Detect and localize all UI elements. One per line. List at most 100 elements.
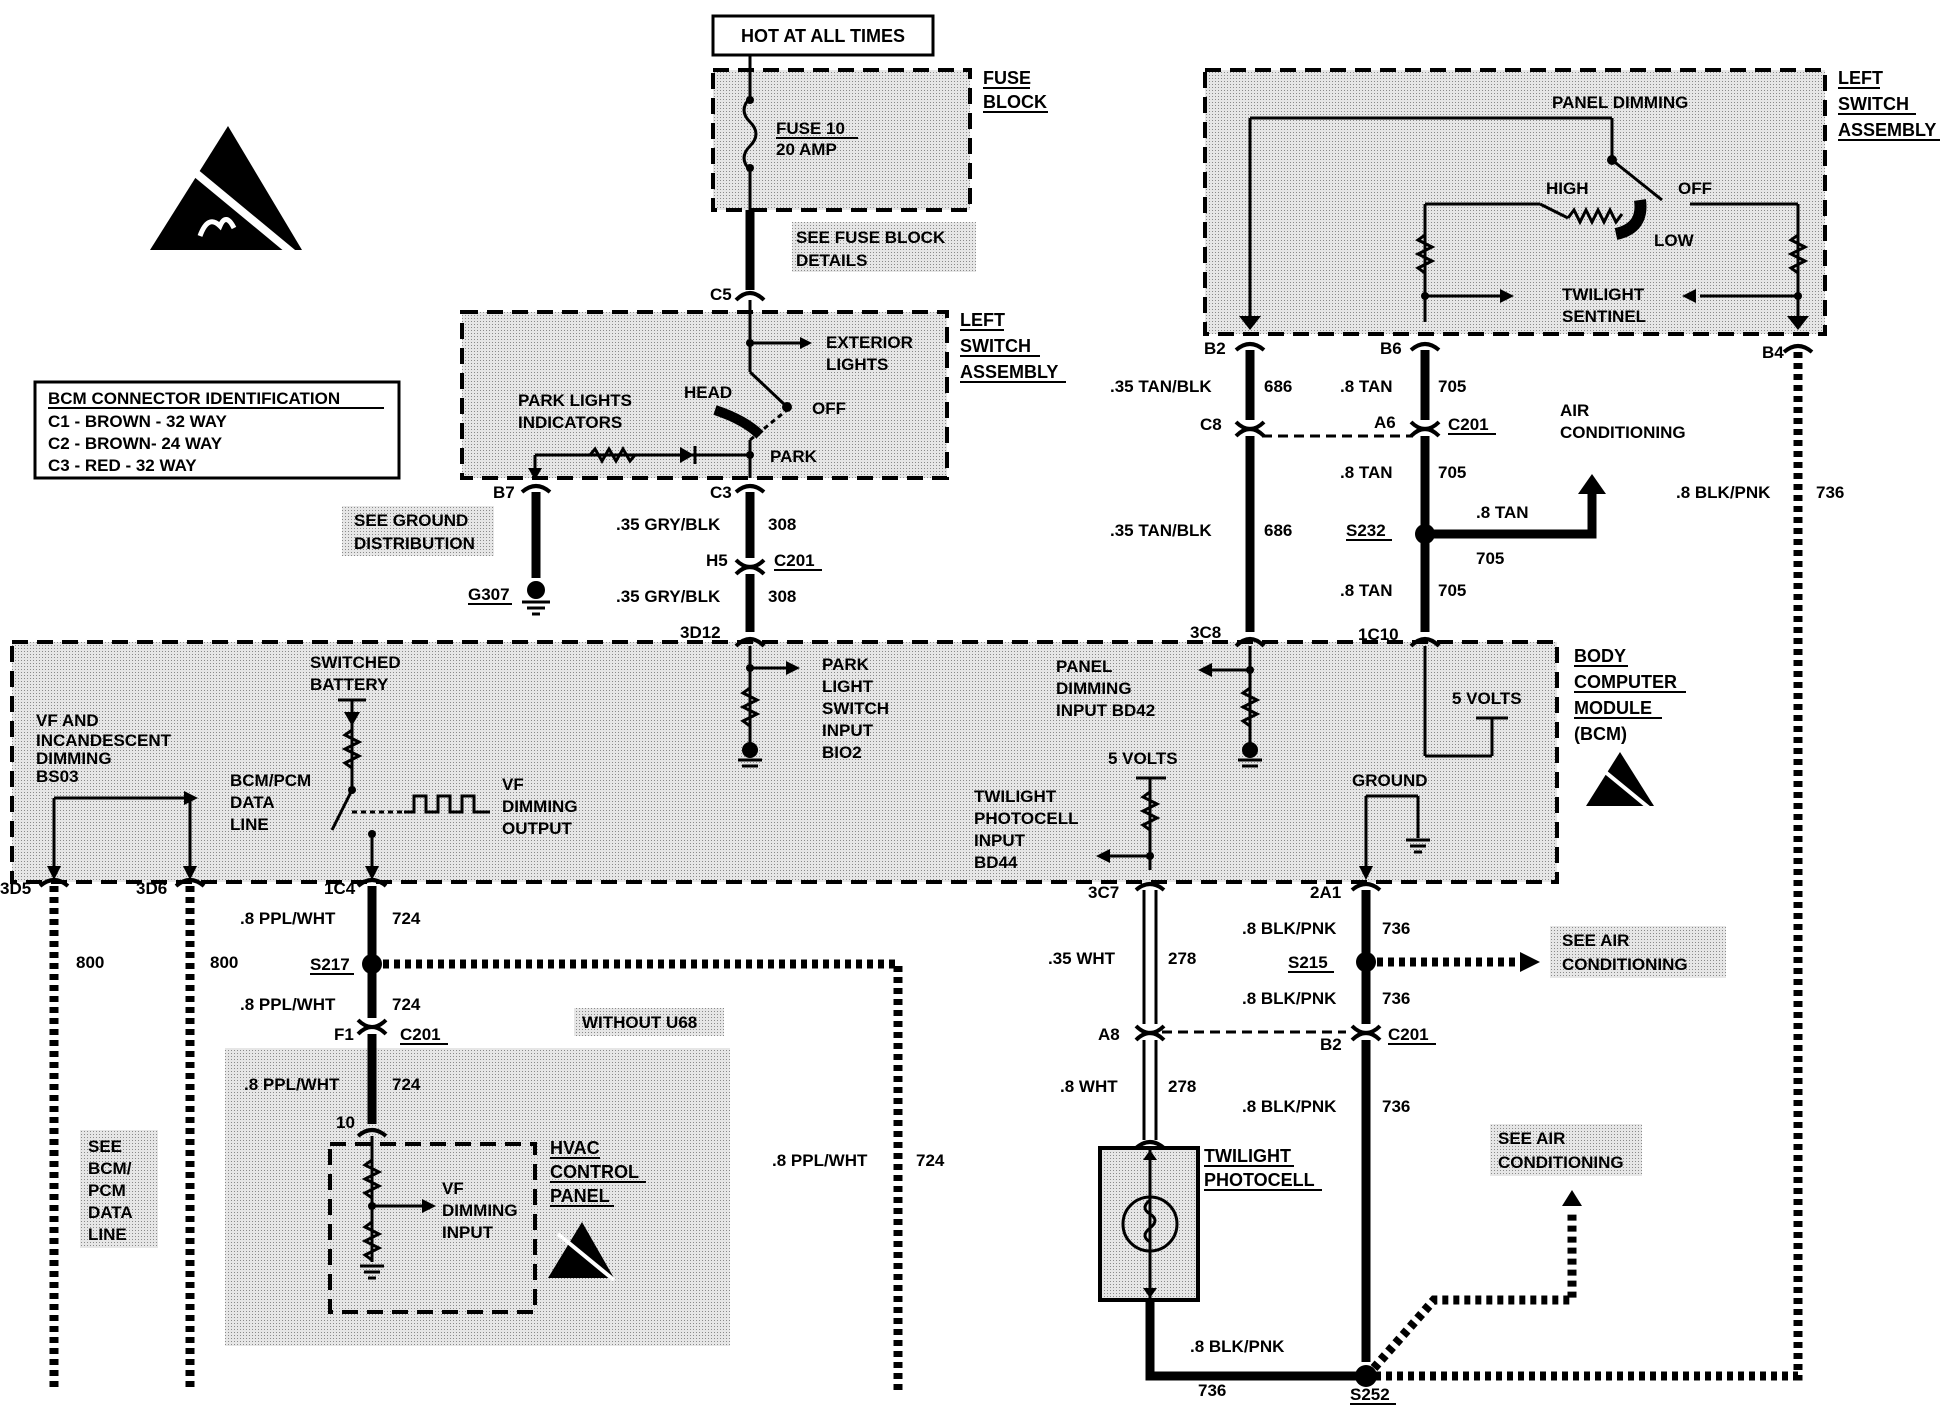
- wire-724-a-label: .8 PPL/WHT: [240, 909, 336, 928]
- wire-736-b-label: .8 BLK/PNK: [1242, 989, 1337, 1008]
- wire-724-c-label: .8 PPL/WHT: [244, 1075, 340, 1094]
- vf-incandescent-3: DIMMING: [36, 749, 112, 768]
- c201-f1-label: C201: [400, 1025, 441, 1044]
- see-fuse-block-2: DETAILS: [796, 251, 867, 270]
- wire-278-a-num: 278: [1168, 949, 1196, 968]
- vf-input-1: VF: [442, 1179, 464, 1198]
- vf-incandescent-4: BS03: [36, 767, 79, 786]
- wire-736-right: [1372, 352, 1803, 1381]
- wire-705-mid-label: .8 TAN: [1340, 463, 1393, 482]
- s232-label: S232: [1346, 521, 1386, 540]
- vf-incandescent-1: VF AND: [36, 711, 99, 730]
- wire-800-a-num: 800: [76, 953, 104, 972]
- lsa2-label-1: LEFT: [1838, 68, 1883, 88]
- wire-736-a-label: .8 BLK/PNK: [1242, 919, 1337, 938]
- wire-308-top-num: 308: [768, 515, 796, 534]
- twilight-input-3: INPUT: [974, 831, 1026, 850]
- vf-input-2: DIMMING: [442, 1201, 518, 1220]
- bcm-id-c1: C1 - BROWN - 32 WAY: [48, 412, 228, 431]
- head-label: HEAD: [684, 383, 732, 402]
- bcm-label-2: COMPUTER: [1574, 672, 1677, 692]
- pin-10-label: 10: [336, 1113, 355, 1132]
- s215-label: S215: [1288, 953, 1328, 972]
- wire-736-c-label: .8 BLK/PNK: [1242, 1097, 1337, 1116]
- switched-battery-1: SWITCHED: [310, 653, 401, 672]
- c201-h5-label: C201: [774, 551, 815, 570]
- wire-308-bot-label: .35 GRY/BLK: [616, 587, 721, 606]
- see-bcm-5: LINE: [88, 1225, 127, 1244]
- wire-705-top-num: 705: [1438, 377, 1466, 396]
- vf-input-3: INPUT: [442, 1223, 494, 1242]
- wire-278-b-label: .8 WHT: [1060, 1077, 1118, 1096]
- panel-dimming-label: PANEL DIMMING: [1552, 93, 1688, 112]
- 3d12-label: 3D12: [680, 623, 721, 642]
- park-light-switch-3: SWITCH: [822, 699, 889, 718]
- b6-label: B6: [1380, 339, 1402, 358]
- park-light-switch-4: INPUT: [822, 721, 874, 740]
- air-conditioning-2: CONDITIONING: [1560, 423, 1686, 442]
- bcm-id-title: BCM CONNECTOR IDENTIFICATION: [48, 389, 340, 408]
- bcm-pcm-data-2: DATA: [230, 793, 275, 812]
- wire-308-top-label: .35 GRY/BLK: [616, 515, 721, 534]
- h5-label: H5: [706, 551, 728, 570]
- a8-label: A8: [1098, 1025, 1120, 1044]
- fuse-20amp-label: 20 AMP: [776, 140, 837, 159]
- off2-label: OFF: [1678, 179, 1712, 198]
- wire-736-b-num: 736: [1382, 989, 1410, 1008]
- wire-736-right-num: 736: [1816, 483, 1844, 502]
- 5-volts-center: 5 VOLTS: [1108, 749, 1178, 768]
- s217-label: S217: [310, 955, 350, 974]
- lsa2-label-3: ASSEMBLY: [1838, 120, 1936, 140]
- b7-label: B7: [493, 483, 515, 502]
- wire-686-bot-label: .35 TAN/BLK: [1110, 521, 1212, 540]
- panel-dimming-input-3: INPUT BD42: [1056, 701, 1155, 720]
- park-light-switch-2: LIGHT: [822, 677, 874, 696]
- b2-top-label: B2: [1204, 339, 1226, 358]
- twilight-input-2: PHOTOCELL: [974, 809, 1079, 828]
- wire-724-b-num: 724: [392, 995, 421, 1014]
- left-switch-assembly-dimmer-box: [1203, 68, 1827, 336]
- park-light-switch-1: PARK: [822, 655, 870, 674]
- park-light-switch-5: BIO2: [822, 743, 862, 762]
- see-bcm-4: DATA: [88, 1203, 133, 1222]
- wire-736-a-num: 736: [1382, 919, 1410, 938]
- wire-736-c-num: 736: [1382, 1097, 1410, 1116]
- wire-686-bot-num: 686: [1264, 521, 1292, 540]
- c3-label: C3: [710, 483, 732, 502]
- 5-volts-right: 5 VOLTS: [1452, 689, 1522, 708]
- wire-705-branch-num: 705: [1476, 549, 1504, 568]
- wire-724-d-num: 724: [916, 1151, 945, 1170]
- wire-724-d-label: .8 PPL/WHT: [772, 1151, 868, 1170]
- wire-724-b-label: .8 PPL/WHT: [240, 995, 336, 1014]
- air-conditioning-1: AIR: [1560, 401, 1589, 420]
- bcm-pcm-data-1: BCM/PCM: [230, 771, 311, 790]
- twilight-photocell-1: TWILIGHT: [1204, 1146, 1291, 1166]
- 3c7-label: 3C7: [1088, 883, 1119, 902]
- lsa1-label-3: ASSEMBLY: [960, 362, 1058, 382]
- fuse-icon: [742, 96, 758, 172]
- wire-686-top-num: 686: [1264, 377, 1292, 396]
- vf-dimming-output-2: DIMMING: [502, 797, 578, 816]
- ground-label: GROUND: [1352, 771, 1428, 790]
- lsa1-label-2: SWITCH: [960, 336, 1031, 356]
- exterior-lights-1: EXTERIOR: [826, 333, 913, 352]
- hvac-label-3: PANEL: [550, 1186, 610, 1206]
- see-fuse-block-1: SEE FUSE BLOCK: [796, 228, 946, 247]
- wire-724-a-num: 724: [392, 909, 421, 928]
- see-air-2-line1: SEE AIR: [1498, 1129, 1565, 1148]
- twilight-sentinel-1: TWILIGHT: [1562, 285, 1645, 304]
- wire-736-bottom: [1145, 1326, 1360, 1381]
- hot-at-all-times-box: [711, 14, 935, 57]
- b2-bottom-label: B2: [1320, 1035, 1342, 1054]
- vf-dimming-output-3: OUTPUT: [502, 819, 573, 838]
- wire-278-a-label: .35 WHT: [1048, 949, 1116, 968]
- twilight-photocell-2: PHOTOCELL: [1204, 1170, 1315, 1190]
- fuse-block-label-2: BLOCK: [983, 92, 1047, 112]
- wire-736-bottom-label: .8 BLK/PNK: [1190, 1337, 1285, 1356]
- fuse-block-label-1: FUSE: [983, 68, 1031, 88]
- c201-a6-label: C201: [1448, 415, 1489, 434]
- 1c4-label: 1C4: [324, 879, 356, 898]
- switched-battery-2: BATTERY: [310, 675, 389, 694]
- wire-736-bottom-num: 736: [1198, 1381, 1226, 1400]
- vf-dimming-output-1: VF: [502, 775, 524, 794]
